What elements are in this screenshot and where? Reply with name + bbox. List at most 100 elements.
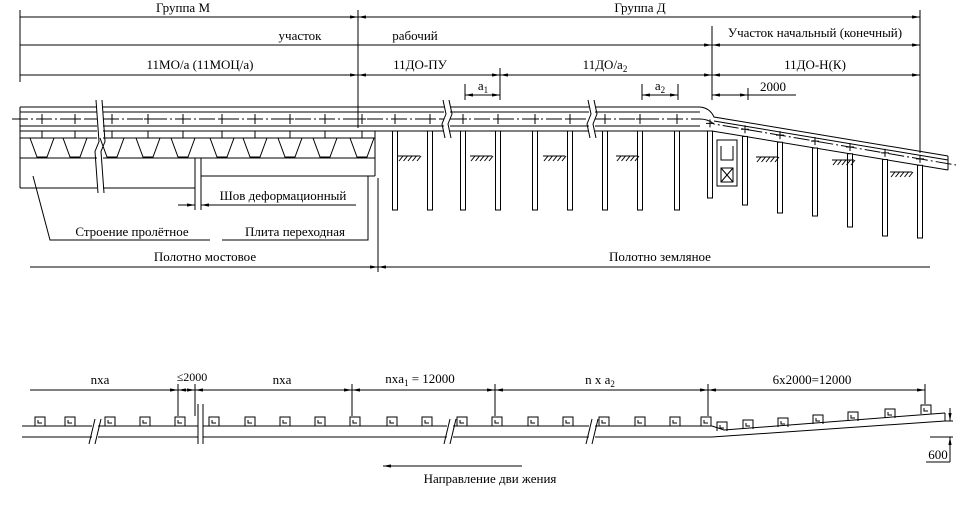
plan-post-symbol [920,404,932,414]
ground-hatch [543,155,567,162]
drawing-geometry [12,10,957,468]
earth-post [602,130,608,211]
plan-break-mark [94,418,102,445]
end-type-label: 11ДО-Н(К) [784,57,846,72]
post-marker [251,114,259,124]
plan-post-symbol [700,416,712,426]
plan-post-symbol [634,416,646,426]
end-section-post [742,135,748,206]
plan-post-symbol [491,416,503,426]
plan-post-symbol [139,416,151,426]
plan-post-symbol [456,416,468,426]
post-marker [358,114,366,124]
post-marker [144,114,152,124]
post-marker [846,142,854,151]
post-marker [459,114,467,124]
post-marker [494,114,502,124]
break-mark [441,99,447,139]
end-step-label: 2000 [760,79,786,94]
post-marker [108,114,116,124]
working-section-label-part2: рабочий [392,28,438,43]
plan-post-symbol [244,416,256,426]
end-section-post [777,141,783,214]
offset-label: 600 [928,447,948,462]
post-base-bracket [170,137,196,158]
plan-post-symbol [314,416,326,426]
beam-slope-axis-line [699,118,957,166]
end-section-post [847,153,853,228]
post-base-bracket [349,137,375,158]
transition-type-label: 11ДО-ПУ [393,57,447,72]
bridge-type-label: 11МО/а (11МОЦ/а) [147,57,254,72]
plan-post-symbol [598,416,610,426]
plan-post-symbol [847,411,859,421]
ground-hatch [832,159,856,166]
end-section-post [812,147,818,217]
post-marker [636,114,644,124]
transition-posts-main: nxa [385,371,404,386]
anchor-bracket [720,146,734,161]
plan-post-symbol [34,416,46,426]
plan-post-symbol [884,408,896,418]
post-marker [776,131,784,140]
bridge-posts-spacing-label: nxa [91,372,110,387]
end-section-post [882,159,888,237]
road-posts-subscript: 2 [610,379,615,389]
post-marker [321,114,329,124]
joint-label: Шов деформационный [220,188,347,203]
anchor-block [716,139,738,187]
road-type-label: 11ДО/а2 [583,57,628,74]
post-base-bracket [242,137,268,158]
plan-post-symbol [669,416,681,426]
post-marker [391,114,399,124]
ground-hatch [616,155,640,162]
earth-post [495,130,501,211]
post-marker [71,114,79,124]
earth-post [427,130,433,211]
a1-subscript: 1 [484,85,489,95]
ground-hatch [756,156,780,163]
plan-break-mark [88,418,96,445]
plan-post-symbol [716,421,728,431]
group-d-label: Группа Д [614,0,665,15]
beam-slope-inner-line [713,120,949,161]
break-mark [94,99,100,194]
earth-post [460,130,466,211]
a2-subscript: 2 [661,85,666,95]
plan-post-symbol [527,416,539,426]
post-marker [566,114,574,124]
plan-beam-slope-top-line [711,412,946,431]
working-section-label-part1: участок [279,28,323,43]
plan-post-symbol [279,416,291,426]
road-posts-main: n x a [585,372,611,387]
a1-spacing-label: а1 [478,78,488,95]
plan-break-mark [449,418,457,445]
earth-bed-label: Полотно земляное [609,249,711,264]
post-base-bracket [62,137,88,158]
post-marker [916,154,924,163]
beam-slope-top-line [699,106,949,157]
a2-spacing-label: а2 [655,78,665,95]
plan-break-mark [591,418,599,445]
post-base-bracket [209,137,235,158]
plan-beam-slope-bottom-line [711,420,946,438]
post-marker [741,125,749,134]
earth-post [532,130,538,211]
bridge-deck-label: Полотно мостовое [154,249,256,264]
joint-gap-label: ≤2000 [177,370,208,384]
plan-post-symbol [174,416,186,426]
break-mark [592,99,598,139]
initial-section-label: Участок начальный (конечный) [728,25,902,40]
anchor-plate-cross [720,167,734,183]
transition-posts-subscript: 1 [404,378,409,388]
post-marker [673,114,681,124]
plan-post-symbol [64,416,76,426]
anchor-plate [720,167,734,183]
post-marker [179,114,187,124]
plan-post-symbol [386,416,398,426]
ground-hatch [470,155,494,162]
end-posts-spacing-label: 6x2000=12000 [773,372,852,387]
post-marker [426,114,434,124]
road-type-main: 11ДО/а [583,57,623,72]
